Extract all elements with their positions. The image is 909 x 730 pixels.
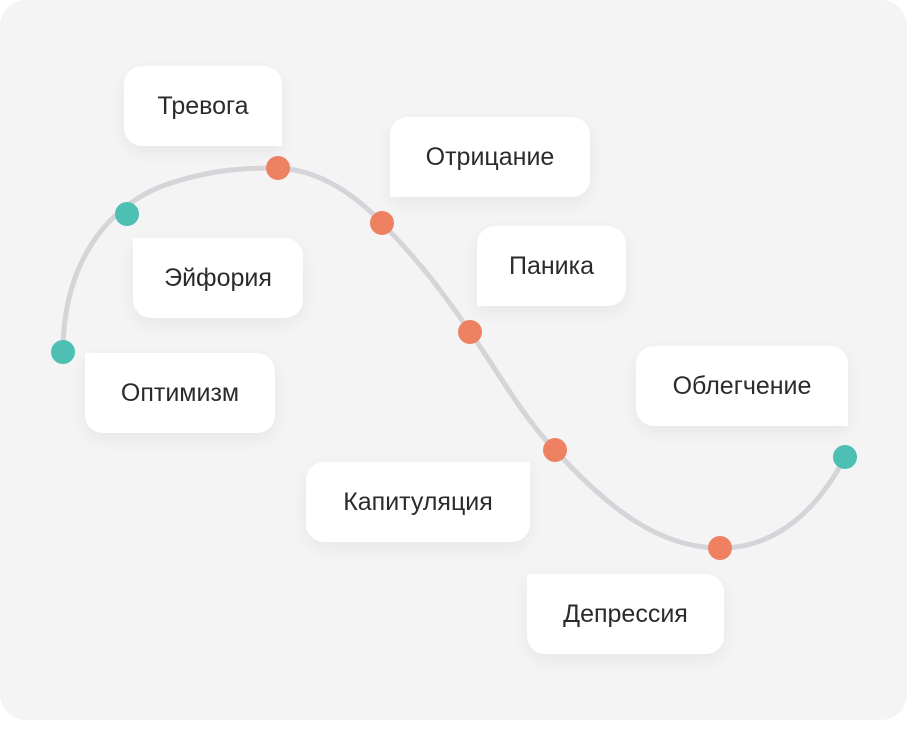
label-otricanie: Отрицание — [390, 117, 590, 197]
label-depressia: Депрессия — [527, 574, 724, 654]
label-kapitulyacia: Капитуляция — [306, 462, 530, 542]
dot-depressia — [708, 536, 732, 560]
label-optimizm: Оптимизм — [85, 353, 275, 433]
label-panika: Паника — [477, 226, 626, 306]
dot-trevoga — [266, 156, 290, 180]
dot-panika — [458, 320, 482, 344]
label-oblegchenie: Облегчение — [636, 346, 848, 426]
label-eyforia: Эйфория — [133, 238, 303, 318]
dot-eyforia — [115, 202, 139, 226]
dot-otricanie — [370, 211, 394, 235]
dot-oblegchenie — [833, 445, 857, 469]
dot-kapitulyacia — [543, 438, 567, 462]
dot-optimizm — [51, 340, 75, 364]
label-trevoga: Тревога — [124, 66, 282, 146]
